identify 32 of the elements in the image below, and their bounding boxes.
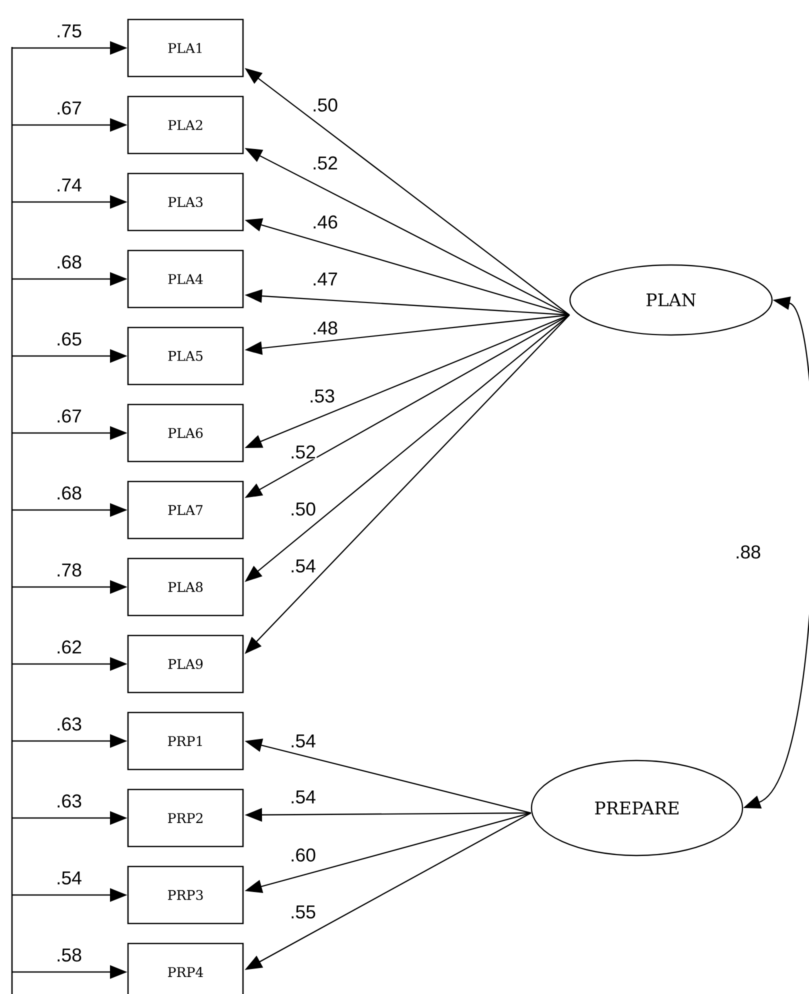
indicator-box: PLA6 [127, 404, 244, 462]
indicator-box: PLA1 [127, 18, 244, 78]
indicator-box: PRP1 [127, 712, 244, 770]
indicator-box: PLA8 [127, 558, 244, 616]
indicator-box: PRP3 [127, 866, 244, 924]
edge-label: .67 [55, 408, 83, 424]
edge-label: .68 [55, 254, 83, 270]
edge-label: .50 [289, 502, 317, 516]
edge-label: .46 [311, 214, 339, 230]
indicator-box: PRP2 [127, 788, 244, 848]
indicator-box: PLA9 [127, 634, 244, 694]
indicator-box: PLA3 [127, 172, 244, 232]
edge-label: .68 [55, 486, 83, 500]
indicator-box: PRP4 [127, 942, 244, 994]
indicator-box: PLA4 [127, 250, 244, 308]
indicator-box: PLA7 [127, 480, 244, 540]
edge-label: .48 [311, 320, 339, 336]
indicator-box: PLA5 [127, 326, 244, 386]
edge-label: .58 [55, 948, 83, 962]
indicator-box: PLA2 [127, 96, 244, 154]
edge-label: .62 [55, 640, 83, 654]
edge-label: .67 [55, 100, 83, 116]
edge-label: .60 [289, 848, 317, 862]
edge-label: .50 [311, 98, 339, 112]
edge-label: .53 [308, 388, 336, 404]
edge-label: .63 [55, 794, 83, 808]
edge-label: .63 [55, 716, 83, 732]
edge-label: .78 [55, 562, 83, 578]
edge-label: .65 [55, 332, 83, 346]
edge-label: .88 [734, 544, 762, 560]
edge-label: .52 [311, 156, 339, 170]
edge-label: .52 [289, 444, 317, 460]
